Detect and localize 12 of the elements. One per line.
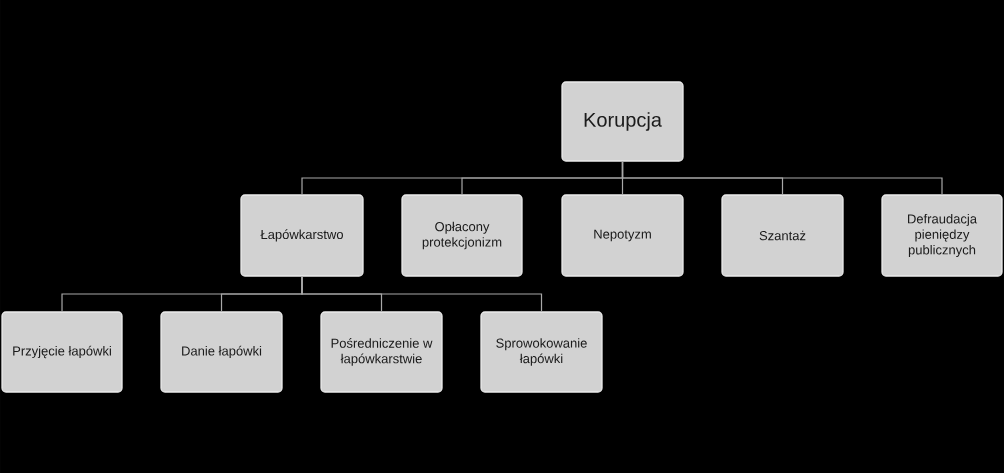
org-box: Sprowokowanie łapówki — [480, 311, 603, 393]
org-box: Korupcja — [561, 81, 684, 162]
org-box: Danie łapówki — [160, 311, 283, 393]
org-box: Łapówkarstwo — [240, 194, 364, 277]
org-box: Pośredniczenie w łapówkarstwie — [320, 311, 443, 393]
org-box: Szantaż — [721, 194, 844, 277]
org-box: Nepotyzm — [561, 194, 684, 277]
org-box: Defraudacja pieniędzy publicznych — [881, 194, 1003, 277]
org-box: Opłacony protekcjonizm — [401, 194, 523, 277]
org-box: Przyjęcie łapówki — [1, 311, 123, 393]
connector-line — [621, 161, 943, 195]
connector-line — [301, 276, 543, 312]
